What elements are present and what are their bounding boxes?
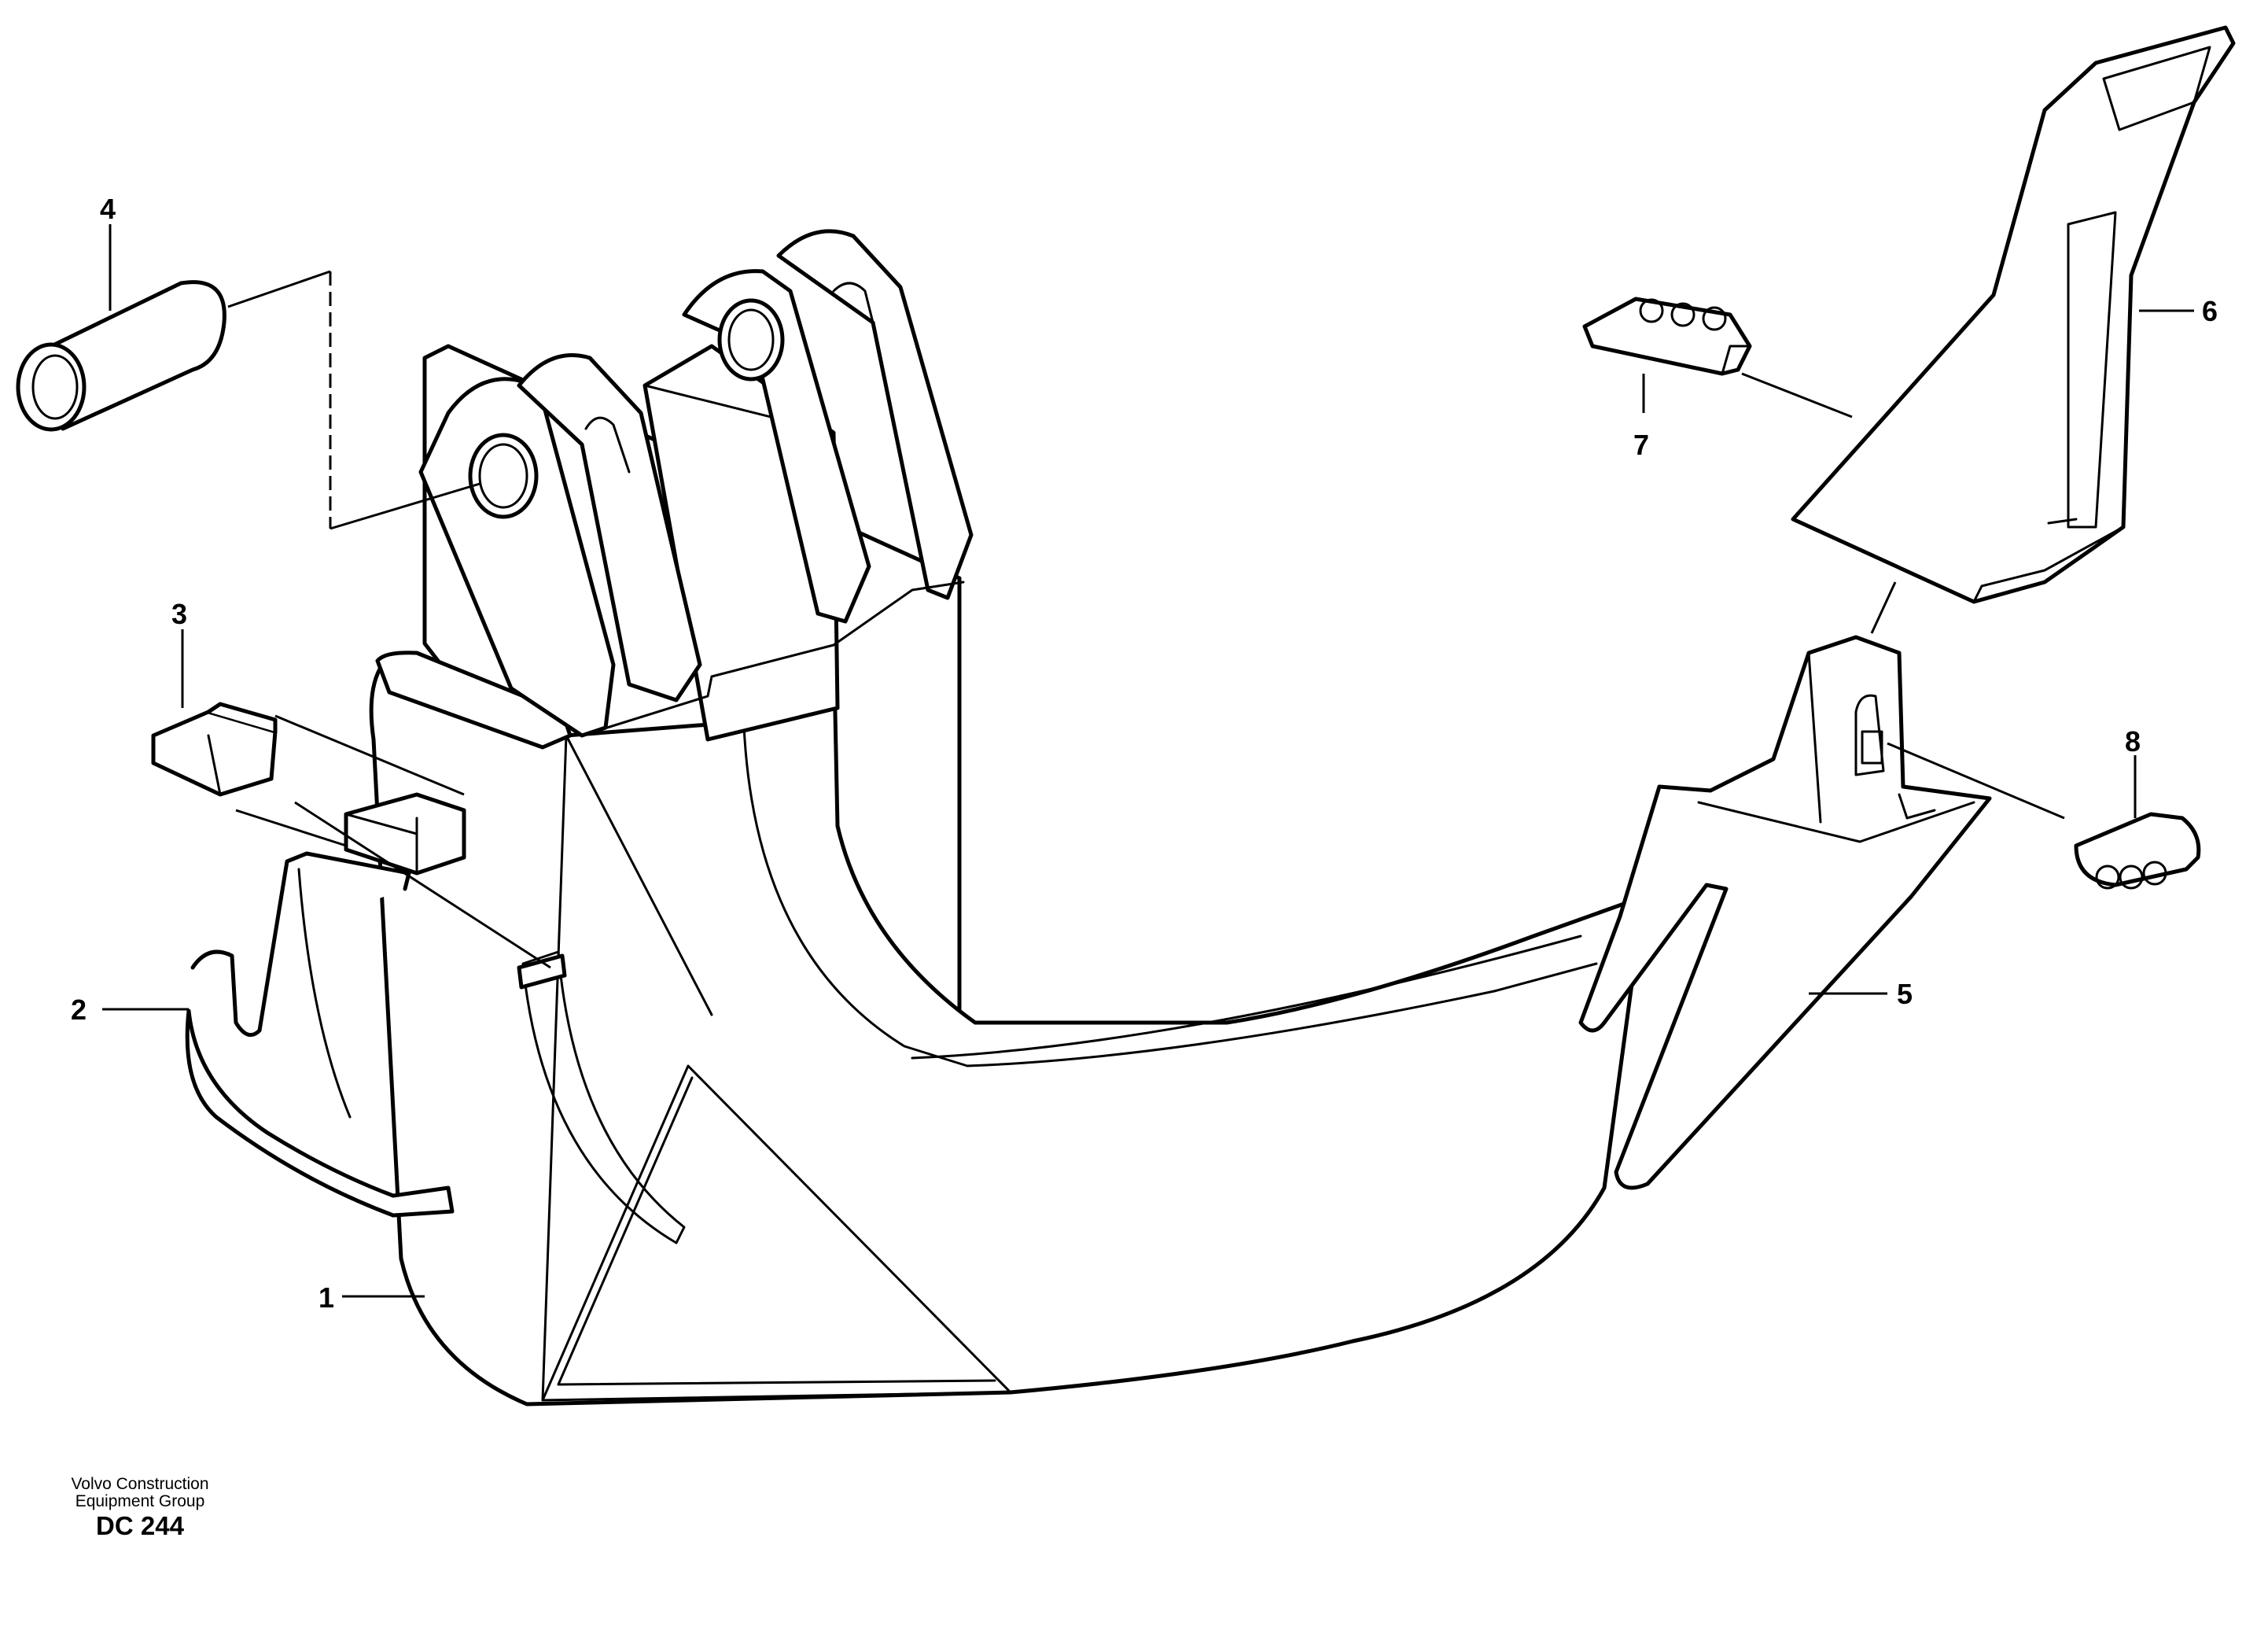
callout-1: 1 <box>318 1281 334 1314</box>
tooth-adapter <box>1578 635 1992 1190</box>
callout-7: 7 <box>1633 429 1649 461</box>
leader-lines <box>102 224 2194 1298</box>
footer-line-2: Equipment Group <box>75 1492 205 1510</box>
hook-plate <box>185 851 455 1218</box>
diagram-code: DC 244 <box>96 1511 184 1540</box>
callout-4: 4 <box>100 193 116 225</box>
mounting-ears <box>418 229 974 742</box>
callout-2: 2 <box>71 994 87 1026</box>
callout-5: 5 <box>1897 978 1913 1010</box>
publisher-footer: Volvo Construction Equipment Group DC 24… <box>38 1476 242 1542</box>
callout-8: 8 <box>2125 725 2141 758</box>
pivot-pin <box>16 280 226 432</box>
callout-labels: 4 3 2 1 5 6 7 8 <box>71 193 2218 1314</box>
callout-3: 3 <box>171 598 187 630</box>
retainer <box>1582 297 1752 376</box>
ripper-tip <box>1791 25 2236 604</box>
callout-6: 6 <box>2202 295 2218 327</box>
footer-line-1: Volvo Construction <box>71 1475 209 1493</box>
lock-pin <box>2074 812 2201 890</box>
